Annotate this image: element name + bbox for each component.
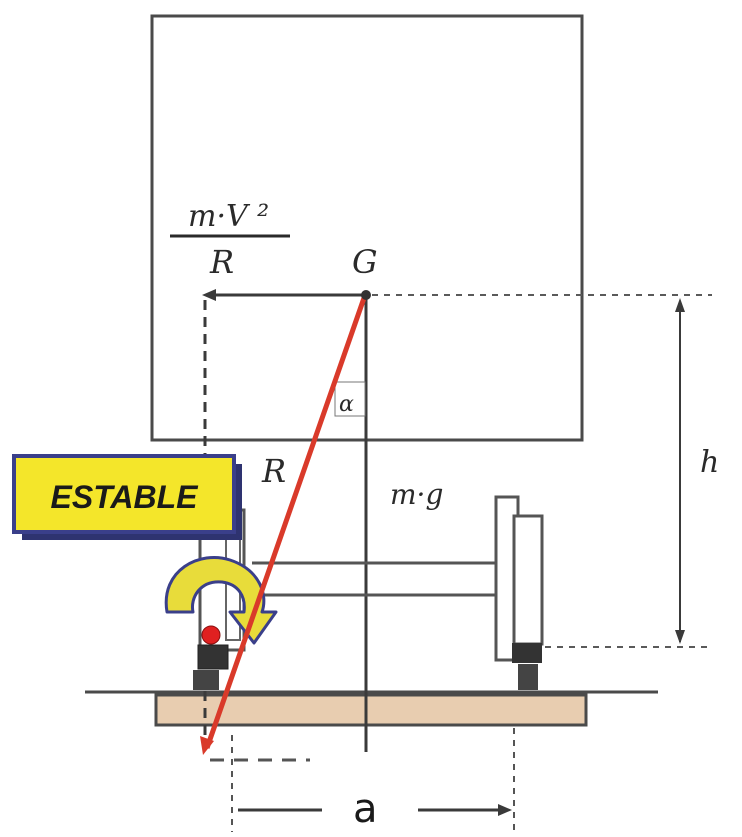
height-arrow-top	[675, 298, 685, 312]
centrifugal-formula-denominator: R	[209, 243, 234, 281]
ground-plate	[154, 693, 588, 727]
right-wheel-tire	[512, 514, 544, 646]
stability-badge: ESTABLE	[12, 454, 242, 540]
resultant-force-line	[204, 297, 367, 749]
right-wheel-foot	[518, 664, 538, 690]
centrifugal-formula-numerator: m·V ²	[188, 199, 269, 234]
resultant-arrowhead	[200, 736, 214, 755]
height-arrow-bottom	[675, 630, 685, 644]
half-track-label: a	[353, 786, 378, 832]
tipping-point-dot	[201, 625, 221, 645]
a-arrow-right	[498, 804, 512, 816]
left-wheel-foot	[193, 670, 219, 690]
height-label: h	[700, 445, 719, 480]
resultant-label: R	[261, 452, 286, 490]
center-of-gravity-label: G	[352, 243, 378, 281]
centrifugal-arrowhead	[202, 289, 216, 301]
weight-label: m·g	[390, 478, 443, 511]
right-wheel-hub	[512, 643, 542, 663]
left-wheel-hub	[197, 644, 229, 670]
alpha-label: α	[339, 392, 354, 417]
alpha-angle-box	[334, 381, 366, 417]
center-of-gravity-point	[361, 290, 371, 300]
stability-badge-text: ESTABLE	[51, 479, 200, 515]
